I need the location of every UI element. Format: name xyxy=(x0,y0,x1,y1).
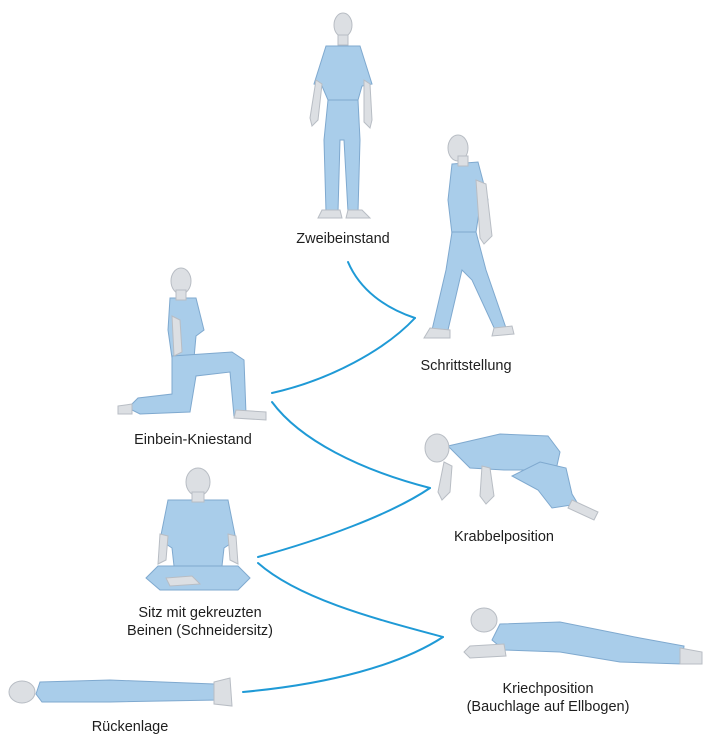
connector-schrittstellung-zweibeinstand xyxy=(347,261,416,319)
label-schrittstellung: Schrittstellung xyxy=(376,357,556,375)
label-line: Einbein-Kniestand xyxy=(134,432,252,448)
label-krabbelposition: Krabbelposition xyxy=(414,528,594,546)
connector-krabbelposition-einbein-kniestand xyxy=(271,401,431,489)
label-schneidersitz: Sitz mit gekreuzten Beinen (Schneidersit… xyxy=(100,604,300,640)
label-line: Krabbelposition xyxy=(454,529,554,545)
label-kriechposition: Kriechposition (Bauchlage auf Ellbogen) xyxy=(438,680,658,716)
label-line: Rückenlage xyxy=(91,719,169,735)
label-line: Zweibeinstand xyxy=(296,231,390,247)
label-line: Schrittstellung xyxy=(420,358,512,374)
connector-kriechposition-schneidersitz xyxy=(257,562,444,638)
label-line: Sitz mit gekreuzten xyxy=(138,605,262,621)
connector-rueckenlage-kriechposition xyxy=(242,636,444,693)
label-zweibeinstand: Zweibeinstand xyxy=(253,230,433,248)
label-line: (Bauchlage auf Ellbogen) xyxy=(466,699,630,715)
label-einbein-kniestand: Einbein-Kniestand xyxy=(103,431,283,449)
label-rueckenlage: Rückenlage xyxy=(40,718,220,736)
connector-einbein-kniestand-schrittstellung xyxy=(271,317,416,394)
connector-schneidersitz-krabbelposition xyxy=(257,487,431,558)
label-line: Kriechposition xyxy=(502,681,594,697)
label-line: Beinen (Schneidersitz) xyxy=(127,623,273,639)
